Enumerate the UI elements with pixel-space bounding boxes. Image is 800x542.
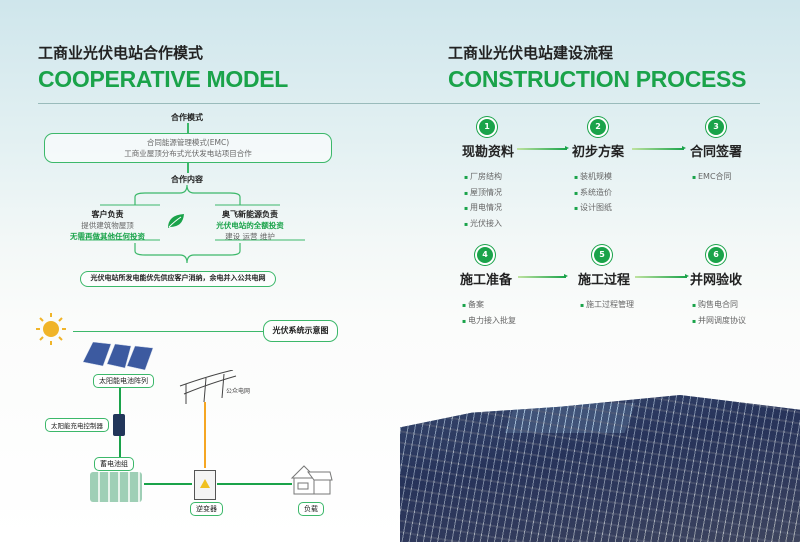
mode-box: 合同能源管理模式(EMC) 工商业屋顶分布式光伏发电站项目合作 — [44, 133, 332, 163]
aofei-block: 奥飞新能源负责 光伏电站的全额投资 建设 运营 维护 — [200, 209, 300, 242]
sun-icon — [36, 313, 66, 345]
solar-panel-icon — [83, 342, 154, 371]
house-icon — [290, 465, 333, 495]
controller-label: 太阳能充电控制器 — [45, 418, 109, 432]
right-cn-title: 工商业光伏电站建设流程 — [448, 44, 614, 62]
step-number-2: 2 — [590, 119, 606, 135]
step-item: 购售电合同 — [692, 298, 746, 314]
diagram-title: 光伏系统示意图 — [263, 320, 338, 342]
divider — [38, 103, 760, 104]
step-item: 备案 — [462, 298, 516, 314]
bracket-lines — [80, 185, 305, 264]
step-items-3: EMC合同 — [692, 170, 732, 186]
step-name-3: 合同签署 — [690, 145, 743, 160]
step-item: 电力接入批复 — [462, 314, 516, 330]
solar-array-label: 太阳能电池阵列 — [93, 374, 154, 388]
rooftop-solar-photo — [400, 395, 800, 542]
customer-title: 客户负责 — [91, 210, 124, 219]
step-number-5: 5 — [594, 247, 610, 263]
arrow-icon — [517, 146, 569, 150]
power-grid-icon — [179, 370, 237, 404]
summary-box: 光伏电站所发电能优先供应客户消纳，余电并入公共电网 — [80, 271, 276, 287]
mode-line1: 合同能源管理模式(EMC) — [146, 138, 230, 147]
step-item: 屋顶情况 — [464, 186, 502, 202]
step-name-1: 现勘资料 — [462, 145, 515, 160]
step-item: 装机规模 — [574, 170, 612, 186]
step-number-1: 1 — [479, 119, 495, 135]
step-number-6: 6 — [708, 247, 724, 263]
step-item: 并网调度协议 — [692, 314, 746, 330]
left-cn-title: 工商业光伏电站合作模式 — [38, 44, 204, 62]
content-label: 合作内容 — [171, 175, 203, 184]
step-number-3: 3 — [708, 119, 724, 135]
customer-line2: 无需再做其他任何投资 — [70, 232, 145, 241]
arrow-icon — [632, 146, 686, 150]
right-en-title: CONSTRUCTION PROCESS — [448, 66, 747, 92]
step-item: EMC合同 — [692, 170, 732, 186]
arrow-icon — [518, 274, 568, 278]
inverter-icon — [194, 470, 216, 500]
step-name-4: 施工准备 — [460, 273, 513, 288]
mode-label: 合作模式 — [171, 113, 203, 122]
battery-icon — [90, 472, 142, 502]
inverter-label: 逆变器 — [190, 502, 223, 516]
step-name-6: 并网验收 — [690, 273, 743, 288]
step-number-4: 4 — [477, 247, 493, 263]
step-item: 用电情况 — [464, 201, 502, 217]
mode-line2: 工商业屋顶分布式光伏发电站项目合作 — [124, 149, 252, 158]
step-items-4: 备案电力接入批复 — [462, 298, 516, 329]
controller-icon — [113, 414, 125, 436]
aofei-line2: 建设 运营 维护 — [225, 232, 275, 241]
battery-label: 蓄电池组 — [94, 457, 134, 471]
step-items-1: 厂房结构屋顶情况用电情况光伏接入 — [464, 170, 502, 232]
step-name-2: 初步方案 — [572, 145, 625, 160]
step-item: 厂房结构 — [464, 170, 502, 186]
step-items-6: 购售电合同并网调度协议 — [692, 298, 746, 329]
step-item: 系统造价 — [574, 186, 612, 202]
customer-line1: 提供建筑物屋顶 — [81, 221, 134, 230]
aofei-line1: 光伏电站的全额投资 — [216, 221, 284, 230]
leaf-icon — [168, 214, 184, 228]
customer-block: 客户负责 提供建筑物屋顶 无需再做其他任何投资 — [60, 209, 155, 242]
grid-label: 公众电网 — [226, 388, 251, 395]
aofei-title: 奥飞新能源负责 — [222, 210, 278, 219]
load-label: 负载 — [298, 502, 324, 516]
left-en-title: COOPERATIVE MODEL — [38, 66, 289, 92]
step-item: 施工过程管理 — [580, 298, 634, 314]
step-name-5: 施工过程 — [578, 273, 631, 288]
step-item: 光伏接入 — [464, 217, 502, 233]
step-items-5: 施工过程管理 — [580, 298, 634, 314]
arrow-icon — [635, 274, 689, 278]
step-items-2: 装机规模系统造价设计图纸 — [574, 170, 612, 217]
step-item: 设计图纸 — [574, 201, 612, 217]
